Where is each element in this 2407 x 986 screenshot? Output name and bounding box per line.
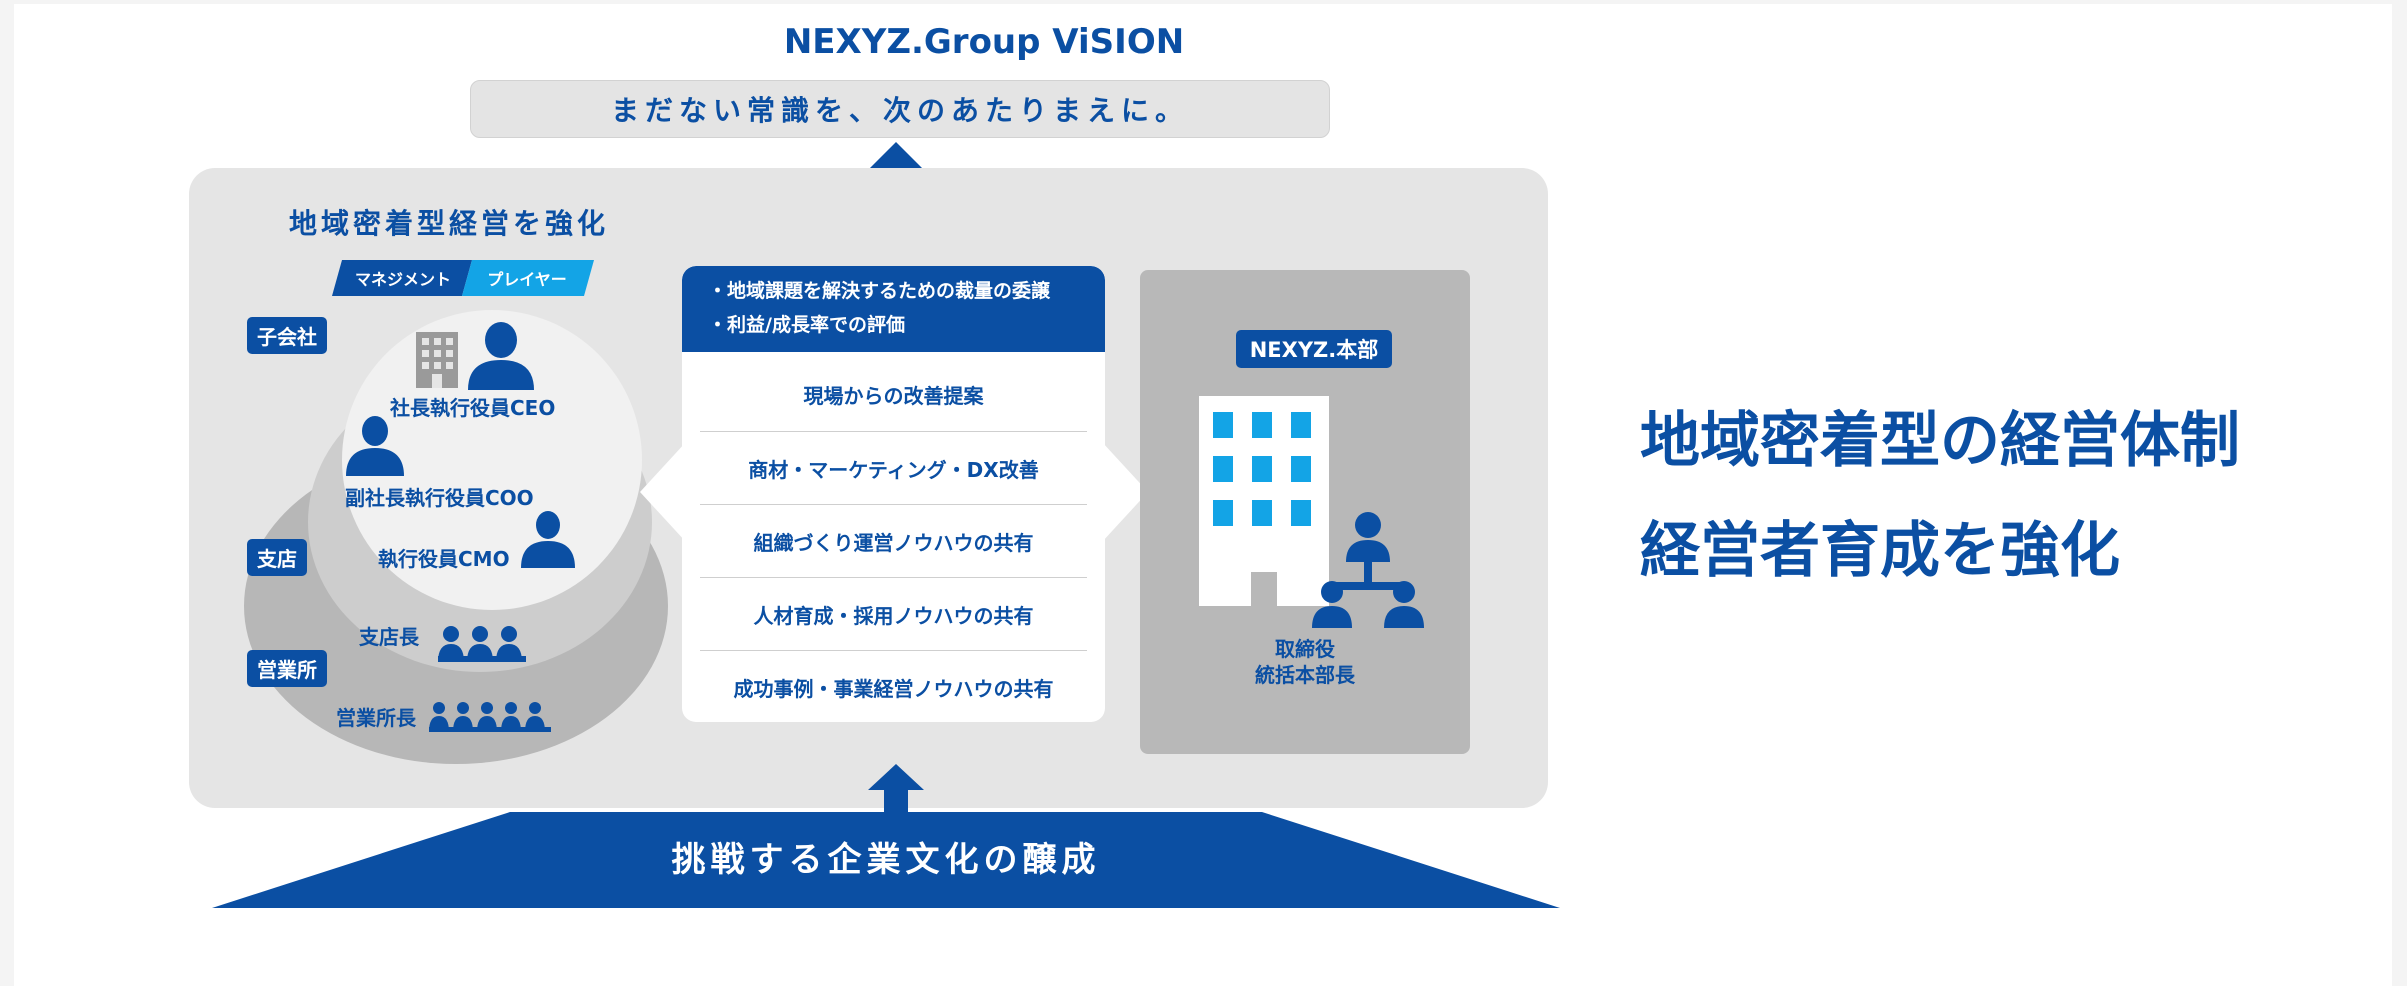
- initiatives-card: ・地域課題を解決するための裁量の委譲 ・利益/成長率での評価 現場からの改善提案…: [682, 266, 1105, 722]
- role-branch-manager: 支店長: [359, 625, 419, 649]
- initiatives-header-line: ・利益/成長率での評価: [708, 314, 905, 336]
- foundation-text: 挑戦する企業文化の醸成: [671, 840, 1101, 880]
- right-connector-arrow: [1102, 442, 1148, 542]
- management-player-tabs: [332, 260, 594, 296]
- cmo-person-icon: [521, 511, 575, 568]
- initiative-item: 組織づくり運営ノウハウの共有: [753, 530, 1034, 555]
- branch-tag: 支店: [247, 539, 307, 576]
- left-connector-arrow: [640, 442, 686, 542]
- tab-management: マネジメント: [354, 270, 451, 289]
- org-chart-icon: [1312, 512, 1424, 628]
- arrow-up-icon: [868, 764, 924, 812]
- vision-title: NEXYZ.Group ViSION: [783, 22, 1185, 62]
- branch-staff-icon: [438, 626, 526, 662]
- office-tag: 営業所: [247, 650, 327, 687]
- hq-caption-line2: 統括本部長: [1255, 663, 1355, 687]
- page: NEXYZ.Group ViSION まだない常識を、次のあたりまえに。 地域密…: [14, 4, 2392, 986]
- building-icon: [416, 332, 458, 388]
- subsidiary-tag: 子会社: [247, 317, 327, 354]
- hq-caption-line1: 取締役: [1275, 637, 1335, 661]
- divider: [700, 577, 1087, 578]
- coo-person-icon: [346, 416, 404, 476]
- org-circles: [244, 310, 668, 764]
- hq-building-icon: [1199, 396, 1329, 606]
- divider: [700, 431, 1087, 432]
- tab-player: プレイヤー: [487, 270, 567, 289]
- initiative-item: 商材・マーケティング・DX改善: [748, 457, 1039, 482]
- hq-tag: NEXYZ.本部: [1236, 330, 1392, 368]
- headline-line1: 地域密着型の経営体制: [1640, 406, 2240, 476]
- left-title: 地域密着型経営を強化: [289, 207, 610, 240]
- office-staff-icon: [429, 702, 551, 732]
- initiatives-header: ・地域課題を解決するための裁量の委譲 ・利益/成長率での評価: [682, 266, 1105, 352]
- initiative-item: 人材育成・採用ノウハウの共有: [753, 603, 1034, 628]
- divider: [700, 650, 1087, 651]
- role-coo: 副社長執行役員COO: [345, 486, 534, 510]
- foundation-base: [212, 812, 1560, 908]
- divider: [700, 504, 1087, 505]
- role-cmo: 執行役員CMO: [378, 547, 510, 571]
- initiative-item: 成功事例・事業経営ノウハウの共有: [733, 676, 1054, 701]
- headline-line2: 経営者育成を強化: [1640, 516, 2120, 586]
- initiative-item: 現場からの改善提案: [803, 383, 984, 408]
- hq-caption: 取締役 統括本部長: [1140, 636, 1470, 688]
- role-ceo: 社長執行役員CEO: [390, 396, 556, 420]
- ceo-person-icon: [468, 322, 534, 390]
- role-office-manager: 営業所長: [336, 706, 416, 730]
- vision-subtitle: まだない常識を、次のあたりまえに。: [470, 80, 1330, 138]
- initiatives-header-line: ・地域課題を解決するための裁量の委譲: [708, 280, 1051, 302]
